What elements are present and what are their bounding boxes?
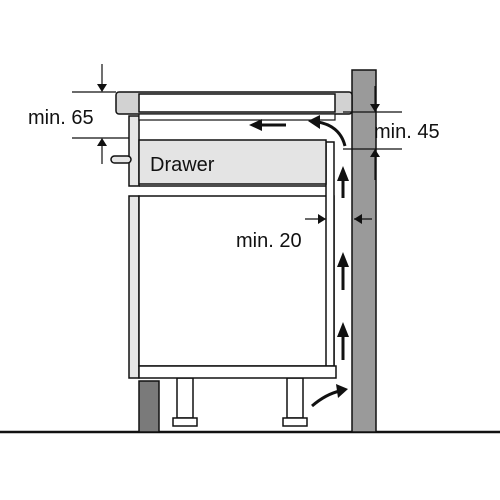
dimension-min-20 <box>305 214 372 224</box>
cabinet-leg-foot <box>282 417 308 427</box>
airflow-curve-bottom-head <box>336 384 348 398</box>
cabinet-legs <box>172 377 308 427</box>
min-45-label: min. 45 <box>374 121 440 143</box>
cabinet-back-panel <box>325 141 335 367</box>
cabinet-leg <box>176 377 194 419</box>
upper-front-panel <box>128 115 140 187</box>
cooktop-glass <box>138 93 336 113</box>
drawer-handle <box>110 155 132 164</box>
cabinet-bottom-rail <box>138 365 337 379</box>
cooktop-underside <box>138 113 336 121</box>
airflow-curve-bottom <box>311 389 341 408</box>
plinth <box>138 380 160 433</box>
dimension-arrow-up <box>97 138 107 146</box>
dimension-arrow-left <box>354 214 362 224</box>
dimension-arrow-right <box>318 214 326 224</box>
airflow-arrows <box>249 115 349 408</box>
dimension-min-65 <box>72 64 129 164</box>
dimension-min-45 <box>343 86 402 180</box>
airflow-up-arrow <box>337 322 349 337</box>
cabinet-leg <box>286 377 304 419</box>
min-65-label: min. 65 <box>28 107 94 129</box>
dimension-arrow-down <box>97 84 107 92</box>
min-20-label: min. 20 <box>236 230 302 252</box>
cabinet-front-panel <box>128 195 140 379</box>
airflow-up-arrow <box>337 166 349 181</box>
airflow-curve-top-head <box>308 115 320 129</box>
cabinet-box <box>138 195 335 367</box>
dimension-arrow-up <box>370 149 380 157</box>
airflow-curve-top <box>317 120 347 147</box>
cabinet-leg-foot <box>172 417 198 427</box>
airflow-left-arrow <box>249 119 262 131</box>
dimension-arrow-down <box>370 104 380 112</box>
rear-wall <box>351 69 377 433</box>
airflow-up-arrow <box>337 252 349 267</box>
drawer-front <box>138 139 327 185</box>
drawer-label: Drawer <box>150 154 215 176</box>
